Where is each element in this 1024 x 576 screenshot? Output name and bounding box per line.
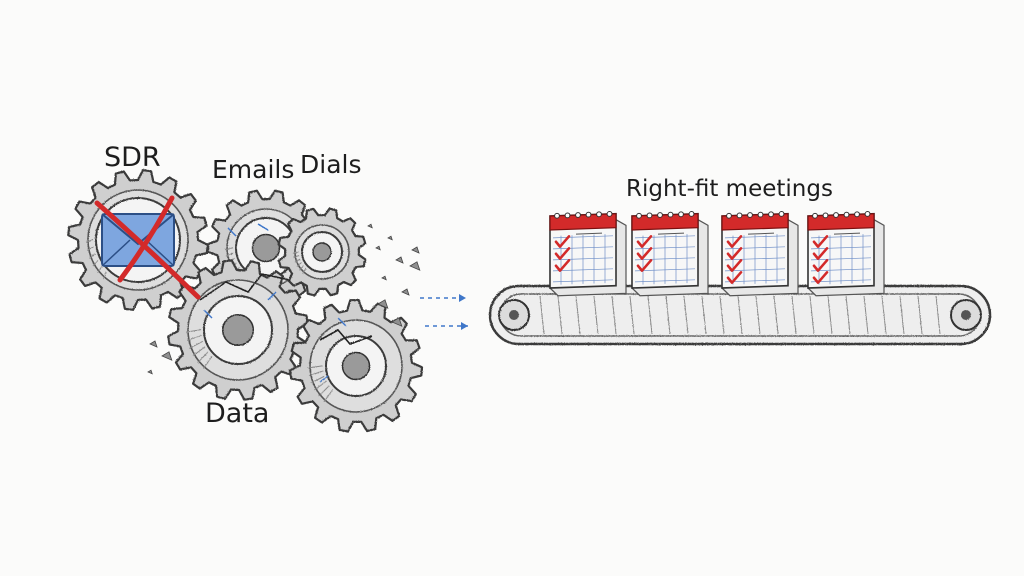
- conveyor-belt: [488, 284, 992, 346]
- debris-shard: [395, 256, 404, 264]
- debris-shard: [149, 340, 158, 348]
- broken-gear-machine: [67, 169, 424, 433]
- checkmark-icon: [726, 271, 743, 284]
- debris-shard: [401, 288, 410, 296]
- right-fit-meetings-label: Right-fit meetings: [626, 176, 833, 202]
- gear-crack: [199, 273, 373, 345]
- sdr-label: SDR: [104, 142, 161, 173]
- data-label: Data: [205, 398, 269, 429]
- checkmark-icon: [812, 247, 829, 260]
- blueprint-marks: [203, 223, 347, 383]
- gear-debris: [147, 223, 421, 375]
- debris-shard: [147, 369, 153, 375]
- calendar-row: [549, 211, 885, 297]
- debris-shard: [375, 245, 381, 251]
- debris-shard: [409, 261, 421, 271]
- dials-label: Dials: [300, 150, 362, 179]
- debris-shard: [411, 246, 420, 254]
- red-x-icon: [94, 195, 201, 300]
- arrowheads: [459, 294, 468, 330]
- checkmark-icon: [636, 247, 653, 260]
- checkmark-icon: [726, 247, 743, 260]
- debris-shard: [161, 351, 173, 361]
- checkmark-icon: [726, 259, 743, 272]
- debris-shard: [381, 275, 387, 281]
- debris-shard: [387, 235, 393, 241]
- debris-shard: [367, 223, 373, 229]
- checkmark-icon: [726, 235, 743, 248]
- emails-label: Emails: [212, 155, 294, 184]
- debris-shard: [391, 317, 403, 327]
- calendar-icon: [807, 211, 885, 297]
- checkmark-icon: [812, 235, 829, 248]
- checkmark-icon: [812, 271, 829, 284]
- calendar-icon: [631, 211, 709, 297]
- checkmark-icon: [636, 235, 653, 248]
- checkmark-icon: [554, 235, 571, 248]
- checkmark-icon: [812, 259, 829, 272]
- checkmark-icon: [554, 247, 571, 260]
- dials-gear: [277, 207, 367, 297]
- dashed-arrow-icon: [420, 297, 468, 327]
- fourth-gear: [289, 299, 424, 433]
- calendar-icon: [549, 211, 627, 297]
- debris-shard: [377, 299, 389, 309]
- checkmark-icon: [554, 259, 571, 272]
- checkmark-icon: [636, 259, 653, 272]
- calendar-icon: [721, 211, 799, 297]
